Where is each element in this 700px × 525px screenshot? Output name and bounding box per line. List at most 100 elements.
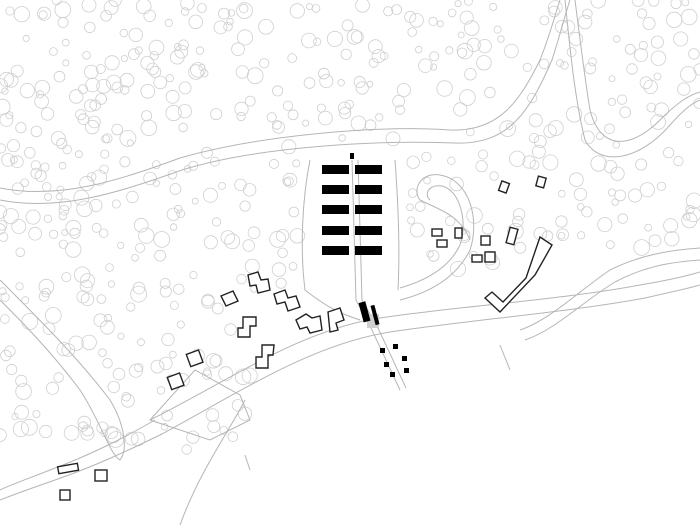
tree-icon — [195, 46, 205, 55]
tree-icon — [650, 50, 667, 66]
tree-icon — [236, 273, 247, 285]
tree-icon — [289, 3, 305, 19]
tree-icon — [58, 161, 67, 170]
tree-icon — [130, 285, 148, 303]
tree-icon — [482, 250, 498, 266]
tree-icon — [35, 90, 45, 99]
tree-icon — [126, 190, 139, 204]
tree-icon — [63, 425, 80, 441]
tree-icon — [98, 228, 109, 238]
tree-icon — [5, 111, 14, 120]
tree-icon — [100, 9, 112, 22]
tree-icon — [481, 222, 494, 235]
tree-icon — [341, 19, 354, 32]
villa — [247, 271, 271, 294]
gatehouse — [350, 153, 354, 159]
tree-icon — [236, 111, 246, 122]
tree-icon — [636, 8, 648, 19]
tree-icon — [0, 428, 7, 442]
tree-icon — [56, 137, 68, 150]
tree-icon — [371, 49, 386, 64]
tree-icon — [135, 242, 146, 253]
tree-icon — [522, 155, 536, 169]
tree-icon — [119, 72, 135, 88]
housing-block — [322, 205, 349, 214]
tree-icon — [246, 67, 264, 84]
tree-icon — [227, 9, 236, 17]
tree-icon — [218, 366, 234, 382]
tree-icon — [91, 222, 102, 233]
tree-icon — [281, 139, 297, 155]
tree-icon — [427, 250, 440, 262]
tree-icon — [111, 123, 123, 136]
housing-row-1 — [322, 165, 382, 174]
tree-icon — [662, 147, 675, 159]
tree-icon — [590, 155, 607, 172]
tree-icon — [165, 104, 182, 122]
tree-icon — [685, 192, 700, 209]
tree-icon — [107, 431, 125, 448]
tree-icon — [392, 94, 405, 108]
villa — [327, 307, 345, 333]
tree-icon — [456, 42, 474, 60]
tree-icon — [34, 94, 49, 109]
tree-icon — [611, 198, 619, 206]
tree-icon — [143, 9, 156, 23]
cottage — [185, 349, 204, 368]
tree-icon — [174, 44, 189, 59]
tree-icon — [191, 197, 199, 205]
tree-icon — [108, 0, 122, 7]
tree-icon — [178, 81, 192, 95]
tree-icon — [312, 37, 322, 46]
tree-icon — [48, 229, 59, 239]
housing-block — [322, 226, 349, 235]
house — [454, 227, 463, 239]
tree-icon — [153, 75, 168, 90]
tree-icon — [447, 8, 457, 18]
tree-icon — [577, 14, 593, 30]
tree-icon — [504, 43, 519, 59]
housing-block — [322, 165, 349, 174]
tree-icon — [189, 270, 198, 280]
tree-icon — [499, 120, 516, 137]
tree-icon — [0, 314, 10, 324]
tree-icon — [234, 368, 252, 386]
tree-icon — [86, 171, 97, 182]
tree-icon — [146, 62, 159, 76]
tree-icon — [0, 292, 10, 302]
tree-icon — [3, 73, 19, 88]
tree-icon — [522, 62, 532, 73]
tree-icon — [555, 59, 564, 68]
tree-icon — [198, 63, 206, 71]
tree-icon — [457, 31, 465, 39]
tree-icon — [211, 302, 224, 315]
tree-icon — [57, 16, 69, 28]
tree-icon — [350, 30, 364, 44]
housing-block — [355, 246, 382, 255]
tree-icon — [350, 115, 367, 132]
tree-icon — [428, 16, 438, 27]
housing-row-3 — [322, 205, 382, 214]
tree-icon — [528, 133, 540, 144]
tree-icon — [180, 0, 195, 11]
tree-icon — [326, 30, 343, 47]
tree-icon — [241, 367, 258, 384]
tree-icon — [459, 89, 476, 106]
tree-icon — [346, 29, 363, 45]
tree-icon — [169, 300, 179, 310]
tree-icon — [96, 294, 107, 304]
tree-icon — [84, 21, 96, 34]
tree-icon — [532, 144, 546, 159]
tree-icon — [119, 28, 128, 38]
tree-icon — [338, 107, 352, 120]
tree-icon — [355, 0, 370, 13]
tree-icon — [582, 8, 593, 20]
tree-icon — [61, 228, 69, 236]
tree-icon — [576, 231, 586, 240]
tree-icon — [604, 123, 615, 135]
tree-icon — [107, 280, 116, 288]
tree-icon — [391, 4, 403, 16]
pavilion — [402, 356, 407, 361]
pavilion — [380, 348, 385, 353]
tree-icon — [68, 89, 84, 104]
